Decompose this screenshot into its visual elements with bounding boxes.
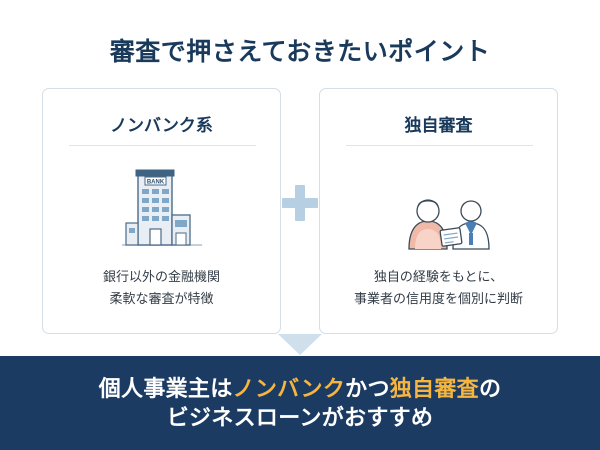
down-arrow-icon	[278, 334, 322, 356]
card-original-review-description: 独自の経験をもとに、 事業者の信用度を個別に判断	[320, 266, 557, 309]
cards-container: ノンバンク系 BANK	[42, 88, 558, 334]
footer-text-part2: かつ	[345, 375, 390, 401]
svg-text:BANK: BANK	[146, 180, 164, 186]
footer-text-part3: の	[478, 375, 502, 401]
card-nonbank-description: 銀行以外の金融機関 柔軟な審査が特徴	[43, 266, 280, 309]
page-title: 審査で押さえておきたいポイント	[109, 38, 491, 66]
footer-line-2: ビジネスローンがおすすめ	[166, 405, 434, 430]
consultation-people-icon	[320, 155, 557, 255]
card-nonbank-heading: ノンバンク系	[110, 116, 213, 135]
card-nonbank-desc-line2: 柔軟な審査が特徴	[109, 290, 214, 306]
card-original-review-divider	[346, 145, 533, 146]
footer-text-part1: 個人事業主は	[98, 375, 233, 401]
card-original-review-desc-line1: 独自の経験をもとに、	[373, 269, 504, 285]
card-original-review-heading: 独自審査	[404, 116, 473, 135]
card-nonbank: ノンバンク系 BANK	[42, 88, 281, 334]
plus-icon	[282, 185, 318, 221]
card-nonbank-divider	[69, 145, 256, 146]
footer-highlight-nonbank: ノンバンク	[232, 375, 346, 401]
card-original-review-desc-line2: 事業者の信用度を個別に判断	[353, 290, 523, 306]
footer-line-1: 個人事業主はノンバンクかつ独自審査の	[99, 374, 502, 403]
footer-highlight-original-review: 独自審査	[389, 375, 479, 401]
bank-building-icon: BANK	[43, 155, 280, 255]
plus-icon-vertical-bar	[295, 185, 305, 221]
card-nonbank-desc-line1: 銀行以外の金融機関	[102, 269, 220, 285]
footer-banner: 個人事業主はノンバンクかつ独自審査の ビジネスローンがおすすめ	[0, 356, 600, 450]
card-original-review: 独自審査	[319, 88, 558, 334]
